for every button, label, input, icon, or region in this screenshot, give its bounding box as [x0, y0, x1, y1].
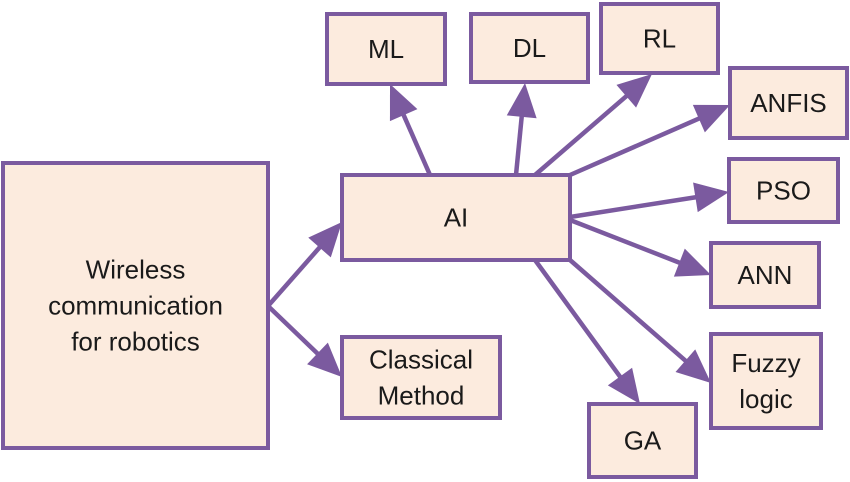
node-label: Classical [369, 345, 473, 375]
arrowhead-icon [506, 83, 537, 119]
arrow-shaft [400, 112, 433, 176]
node-box [1, 161, 270, 450]
node-ann: ANN [709, 241, 821, 309]
arrow-shaft [513, 114, 525, 176]
arrow-shaft [568, 258, 689, 364]
edges-layer [266, 74, 730, 404]
node-box [340, 173, 572, 262]
edge-ai-to-ga [533, 258, 640, 404]
edge-ai-to-pso [569, 182, 729, 220]
node-label: logic [739, 384, 792, 414]
node-ga: GA [587, 402, 698, 479]
arrow-shaft [266, 304, 321, 357]
node-pso: PSO [727, 157, 840, 224]
node-label: for robotics [71, 327, 200, 357]
node-label: PSO [756, 176, 811, 206]
arrow-shaft [569, 115, 702, 178]
node-dl: DL [469, 12, 590, 84]
edge-ai-to-anfis [569, 104, 730, 178]
node-ml: ML [325, 12, 447, 86]
node-box [727, 157, 840, 224]
node-label: ML [368, 34, 404, 64]
arrowhead-icon [308, 222, 342, 258]
edge-ai-to-rl [533, 74, 652, 177]
node-box [728, 66, 849, 140]
node-wireless: Wireless communication for robotics [1, 161, 270, 450]
node-label: ANFIS [750, 88, 827, 118]
node-label: communication [48, 291, 223, 321]
arrow-shaft [569, 194, 698, 220]
edge-ai-to-ann [569, 217, 711, 277]
arrow-shaft [533, 93, 630, 177]
edge-wireless-to-ai [266, 222, 342, 308]
node-label: DL [513, 33, 546, 63]
arrowhead-icon [307, 342, 342, 377]
arrow-shaft [533, 258, 623, 380]
arrowhead-icon [607, 367, 640, 404]
edge-wireless-to-classical [266, 304, 342, 377]
arrow-shaft [569, 217, 683, 266]
edge-ai-to-dl [506, 83, 537, 176]
node-box [599, 2, 720, 75]
node-label: RL [643, 24, 676, 54]
node-label: ANN [738, 260, 793, 290]
node-label: Wireless [86, 255, 186, 285]
node-box [469, 12, 590, 84]
arrow-shaft [266, 244, 323, 308]
node-label: AI [444, 203, 469, 233]
node-label: Fuzzy [731, 348, 800, 378]
node-anfis: ANFIS [728, 66, 849, 140]
arrowhead-icon [673, 248, 711, 277]
node-rl: RL [599, 2, 720, 75]
edge-ai-to-fuzzy [568, 258, 711, 383]
node-box [325, 12, 447, 86]
arrowhead-icon [616, 74, 652, 108]
arrowhead-icon [389, 84, 418, 122]
node-ai: AI [340, 173, 572, 262]
node-box [587, 402, 698, 479]
edge-ai-to-ml [389, 84, 433, 176]
node-box [340, 335, 502, 420]
node-fuzzy: Fuzzy logic [709, 332, 823, 430]
node-box [709, 241, 821, 309]
arrowhead-icon [693, 182, 729, 213]
arrowhead-icon [675, 349, 711, 383]
node-label: Method [378, 381, 465, 411]
node-label: GA [624, 426, 662, 456]
arrowhead-icon [692, 104, 730, 133]
node-box [709, 332, 823, 430]
